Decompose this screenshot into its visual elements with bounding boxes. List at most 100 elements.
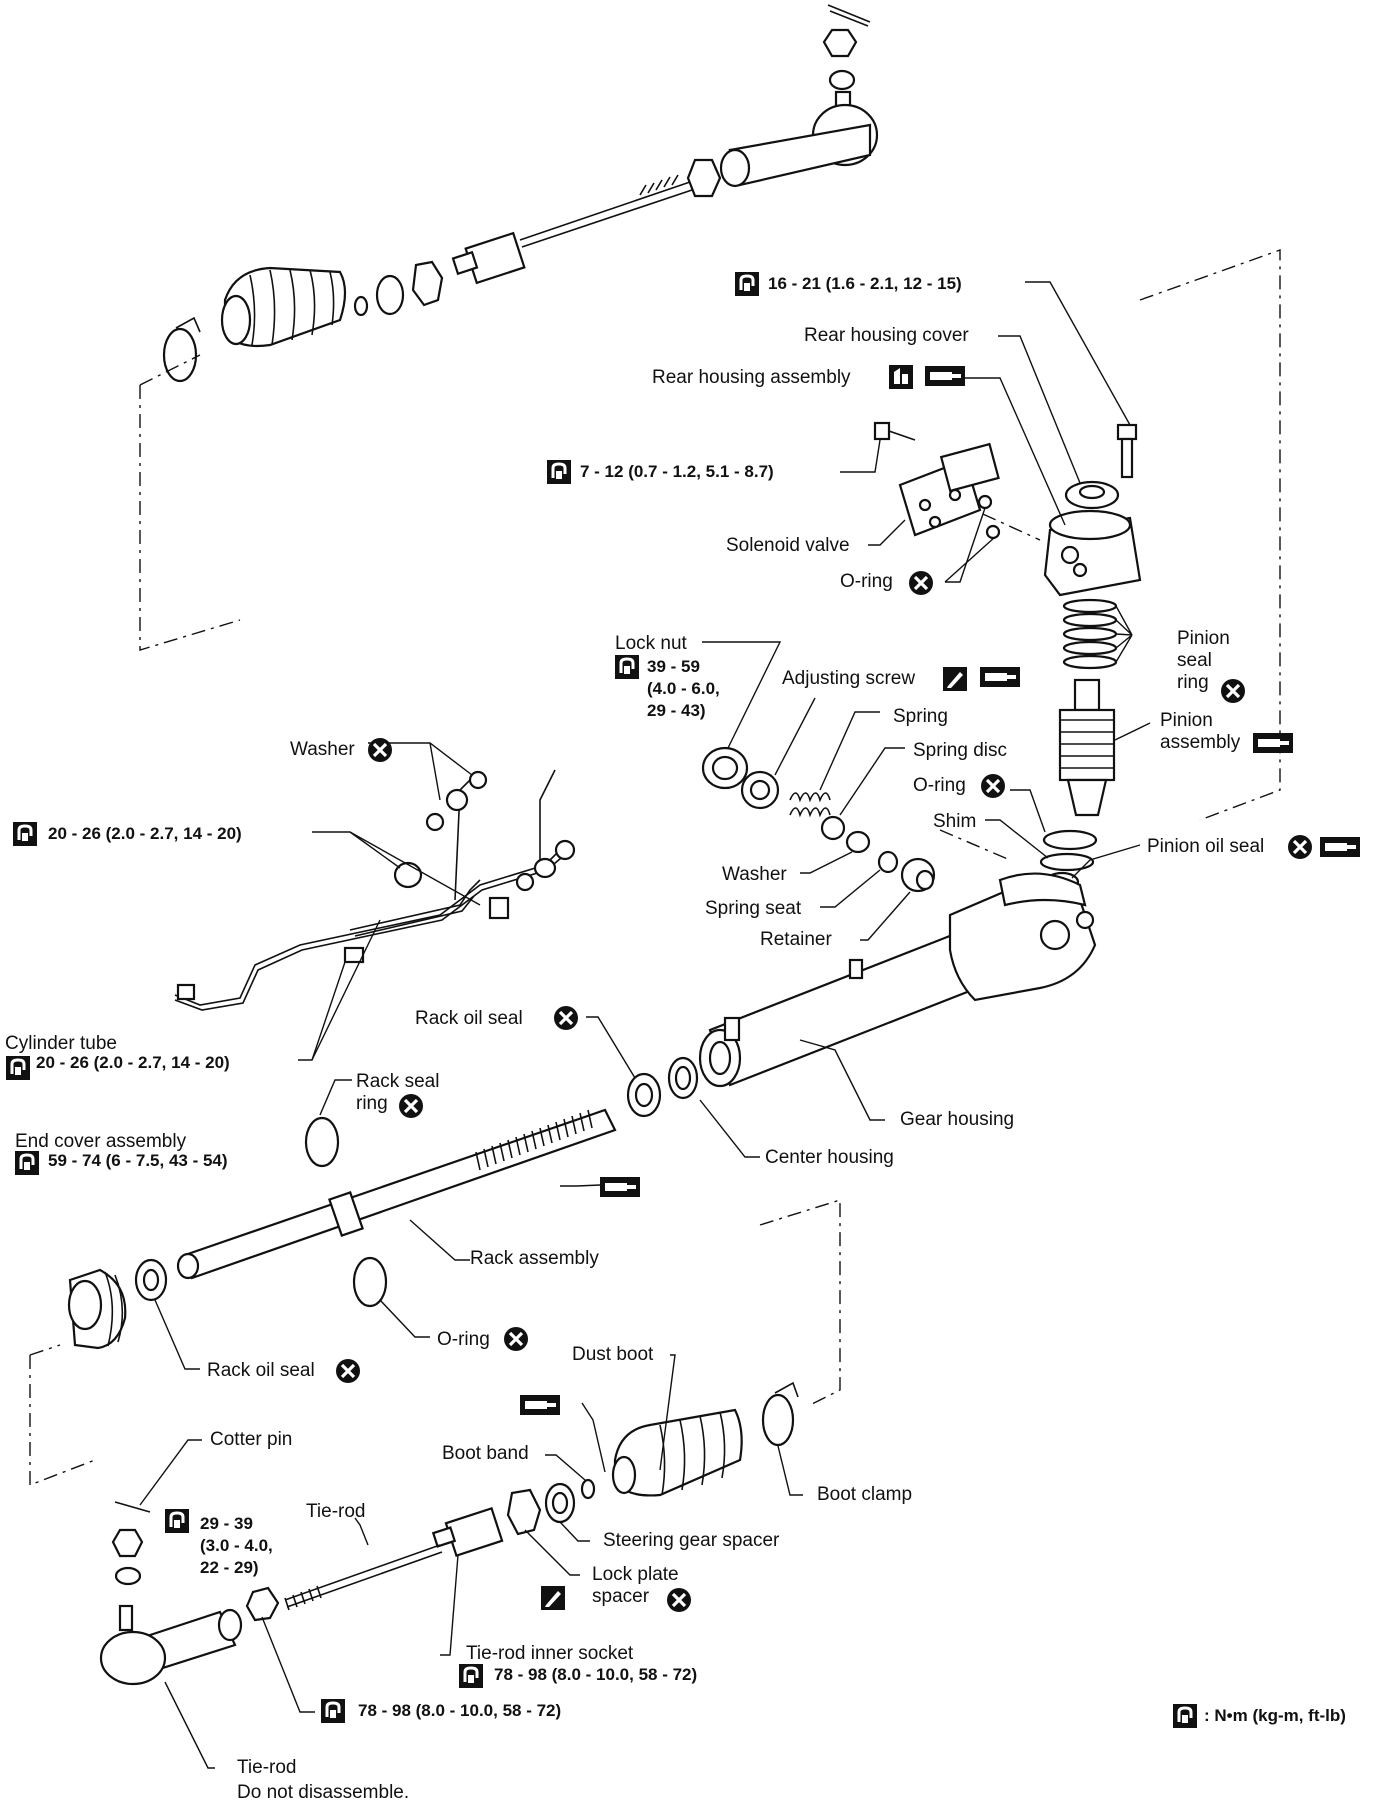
torque-pipe-upper: 20 - 26 (2.0 - 2.7, 14 - 20) xyxy=(48,824,242,843)
torque-lock-nut: 39 - 59 (4.0 - 6.0, 29 - 43) xyxy=(647,657,720,720)
torque-lock-nut-lower: 78 - 98 (8.0 - 10.0, 58 - 72) xyxy=(358,1701,562,1720)
rack-seal-ring-part xyxy=(304,1116,340,1168)
lower-cotter-pin-part xyxy=(114,1501,151,1513)
spring-seat-part xyxy=(877,850,899,874)
replace-x-icon xyxy=(981,774,1005,798)
label-rack-seal-ring: Rack seal ring xyxy=(356,1071,440,1114)
replace-x-icon xyxy=(909,571,933,595)
label-gear-housing: Gear housing xyxy=(900,1109,1015,1130)
lower-tie-rod-part xyxy=(284,1544,443,1611)
label-tie-rod-upper: Tie-rod xyxy=(306,1501,366,1522)
label-spring-seat: Spring seat xyxy=(705,898,802,919)
rack-oil-seal-lower-part xyxy=(134,1258,168,1302)
upper-cotter-pin xyxy=(827,4,871,27)
replace-x-icon xyxy=(368,738,392,762)
label-cotter-pin: Cotter pin xyxy=(210,1429,293,1450)
label-spring: Spring xyxy=(893,706,948,727)
replace-x-icon xyxy=(667,1588,691,1612)
replace-x-icon xyxy=(336,1359,360,1383)
cylinder-tube-lines xyxy=(174,769,569,1011)
upper-jam-nut xyxy=(686,158,722,198)
fluid-apply-icon xyxy=(889,365,913,389)
label-boot-clamp: Boot clamp xyxy=(817,1484,913,1505)
label-washer-pipe: Washer xyxy=(290,739,355,760)
torque-wrench-icon xyxy=(615,655,639,679)
multipurpose-grease-icon xyxy=(925,366,965,386)
replace-x-icon xyxy=(504,1327,528,1351)
multipurpose-grease-icon xyxy=(1320,837,1360,857)
label-solenoid-valve: Solenoid valve xyxy=(726,535,850,556)
center-housing-part xyxy=(667,1056,699,1100)
label-steering-gear-spacer: Steering gear spacer xyxy=(603,1530,780,1551)
pinion-assembly-part xyxy=(1058,678,1116,817)
torque-inner-socket: 78 - 98 (8.0 - 10.0, 58 - 72) xyxy=(494,1665,698,1684)
liquid-sealant-icon xyxy=(943,667,967,691)
lower-jam-nut-part xyxy=(245,1586,280,1622)
upper-boot-band xyxy=(353,295,369,317)
pipe-washers xyxy=(425,770,576,892)
label-pinion-oil-seal: Pinion oil seal xyxy=(1147,836,1265,857)
torque-wrench-icon xyxy=(13,822,37,846)
torque-solenoid-bolt: 7 - 12 (0.7 - 1.2, 5.1 - 8.7) xyxy=(580,462,774,481)
lower-boot-band-part xyxy=(580,1478,596,1500)
replace-x-icon xyxy=(1288,835,1312,859)
washer-mid-part xyxy=(845,830,871,854)
lock-plate-spacer-part xyxy=(506,1488,542,1536)
torque-wrench-icon xyxy=(165,1509,189,1533)
adjusting-screw-part xyxy=(740,770,780,810)
label-center-housing: Center housing xyxy=(765,1147,894,1168)
shim-part xyxy=(1039,852,1095,872)
upper-outer-tie-rod-end xyxy=(719,90,879,188)
lower-outer-tie-rod-end-part xyxy=(99,1604,243,1686)
label-end-cover-assembly: End cover assembly xyxy=(15,1131,187,1152)
end-cover-assembly-part xyxy=(67,1268,127,1350)
label-rack-assembly: Rack assembly xyxy=(470,1248,599,1269)
torque-rear-cover-bolt: 16 - 21 (1.6 - 2.1, 12 - 15) xyxy=(768,274,962,293)
torque-end-cover: 59 - 74 (6 - 7.5, 43 - 54) xyxy=(48,1151,228,1170)
torque-wrench-icon xyxy=(15,1151,39,1175)
replace-x-icon xyxy=(554,1006,578,1030)
label-tie-rod-lower: Tie-rod xyxy=(237,1757,297,1778)
spring-disc-part xyxy=(820,815,846,841)
label-rack-oil-seal-lower: Rack oil seal xyxy=(207,1360,315,1381)
upper-castle-nut xyxy=(822,28,858,58)
label-shim: Shim xyxy=(933,811,977,832)
steering-gear-spacer-part xyxy=(544,1482,576,1524)
liquid-sealant-icon xyxy=(541,1586,565,1610)
upper-lock-plate xyxy=(411,260,444,307)
solenoid-valve-part xyxy=(898,442,1000,537)
upper-washer xyxy=(828,69,856,91)
label-adjusting-screw: Adjusting screw xyxy=(782,668,916,689)
rear-housing-bolt xyxy=(1116,423,1138,479)
label-rear-housing-assembly: Rear housing assembly xyxy=(652,367,851,388)
multipurpose-grease-icon xyxy=(520,1395,560,1415)
gear-housing-part xyxy=(698,872,1097,1088)
label-lock-plate-spacer: Lock plate spacer xyxy=(592,1564,679,1607)
o-ring-upper-b xyxy=(985,524,1001,540)
rack-oil-seal-upper-part xyxy=(626,1072,662,1118)
label-dust-boot: Dust boot xyxy=(572,1344,654,1365)
label-lock-nut: Lock nut xyxy=(615,633,687,654)
label-washer-mid: Washer xyxy=(722,864,787,885)
pipe-end-fitting xyxy=(176,983,196,1001)
replace-x-icon xyxy=(399,1094,423,1118)
label-cylinder-tube: Cylinder tube xyxy=(5,1033,117,1054)
label-boot-band: Boot band xyxy=(442,1443,529,1464)
lock-nut-part xyxy=(701,746,749,790)
label-spring-disc: Spring disc xyxy=(913,740,1007,761)
lower-boot-clamp-part xyxy=(761,1381,799,1447)
torque-wrench-icon xyxy=(6,1056,30,1080)
lower-washer-part xyxy=(114,1566,142,1586)
label-do-not-disassemble: Do not disassemble. xyxy=(237,1782,410,1803)
spring-part xyxy=(789,792,831,818)
o-ring-mid-part xyxy=(1042,829,1098,851)
multipurpose-grease-icon xyxy=(600,1177,640,1197)
label-pinion-assembly: Pinion assembly xyxy=(1160,710,1241,753)
torque-wrench-icon xyxy=(547,460,571,484)
o-ring-upper-a xyxy=(977,494,993,510)
upper-boot-clamp xyxy=(162,316,201,383)
legend-unit-text: : N•m (kg-m, ft-lb) xyxy=(1204,1706,1346,1725)
rear-housing-assembly-part xyxy=(1043,509,1142,597)
retainer-part xyxy=(900,857,936,893)
